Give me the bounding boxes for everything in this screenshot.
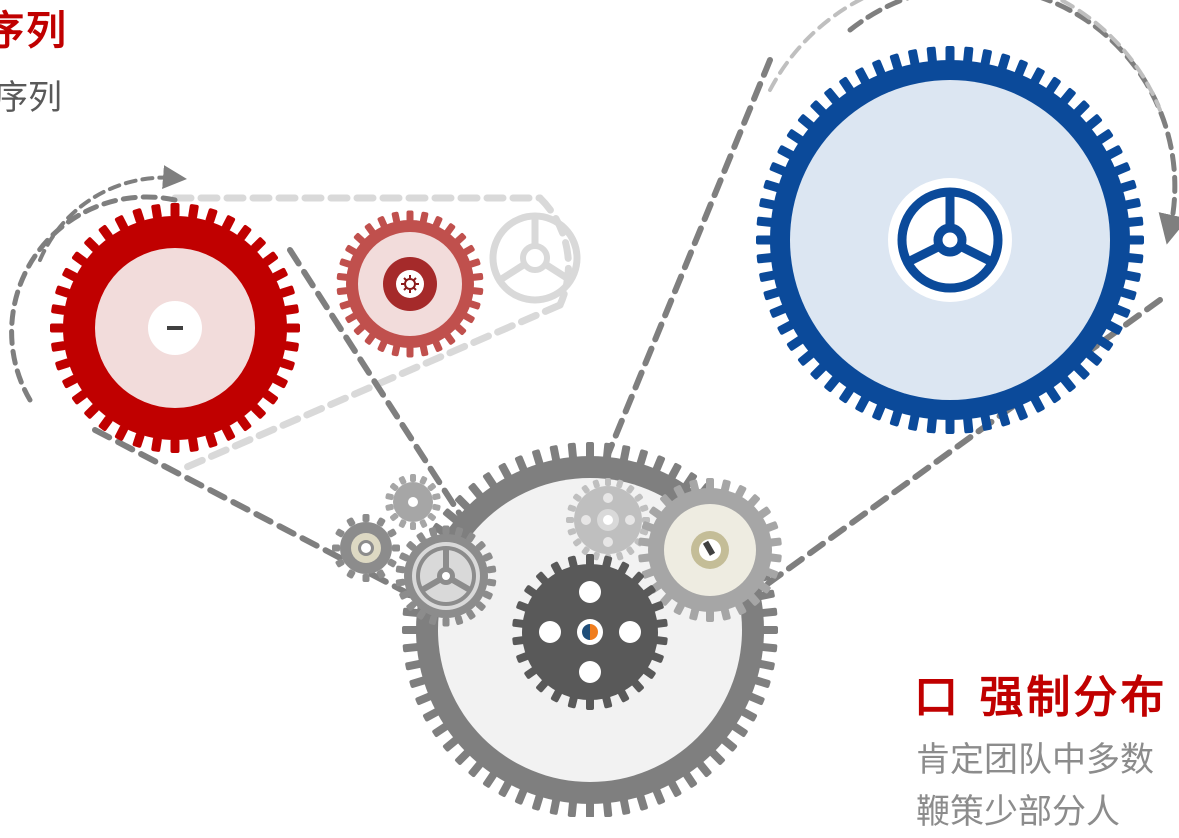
gear-red-large xyxy=(50,203,300,453)
left-section-subtitle: 序列 xyxy=(0,78,62,118)
right-section-title: 口 强制分布 xyxy=(914,672,1168,723)
belt-red-arrow xyxy=(38,165,187,262)
gear-diagram xyxy=(9,0,1179,817)
belt-blue-arc xyxy=(847,0,1179,245)
belt-red-lower xyxy=(92,427,443,613)
steering-wheel-icon xyxy=(897,187,1003,293)
right-section-description: 肯定团队中多数 鞭策少部分人 xyxy=(916,740,1154,832)
gear-blue-large xyxy=(756,46,1144,434)
gear-gray-wheel xyxy=(395,525,497,627)
gear-holes-top xyxy=(566,478,650,562)
belt-red-to-bottom xyxy=(9,194,178,403)
gear-dark-center xyxy=(512,554,668,710)
gear-light-small xyxy=(385,474,441,530)
wheel-pale xyxy=(489,212,581,304)
gear-beige-right xyxy=(638,478,782,622)
belt-blue-arc-outer xyxy=(768,0,1162,112)
gear-beige-small xyxy=(332,514,400,582)
gear-icon xyxy=(401,275,419,293)
belt-red-diag xyxy=(287,247,473,533)
gear-red-medium xyxy=(336,210,484,358)
left-section-title: 序列 xyxy=(0,8,68,54)
pie-icon xyxy=(582,624,598,640)
belt-bottom-light xyxy=(176,301,564,474)
